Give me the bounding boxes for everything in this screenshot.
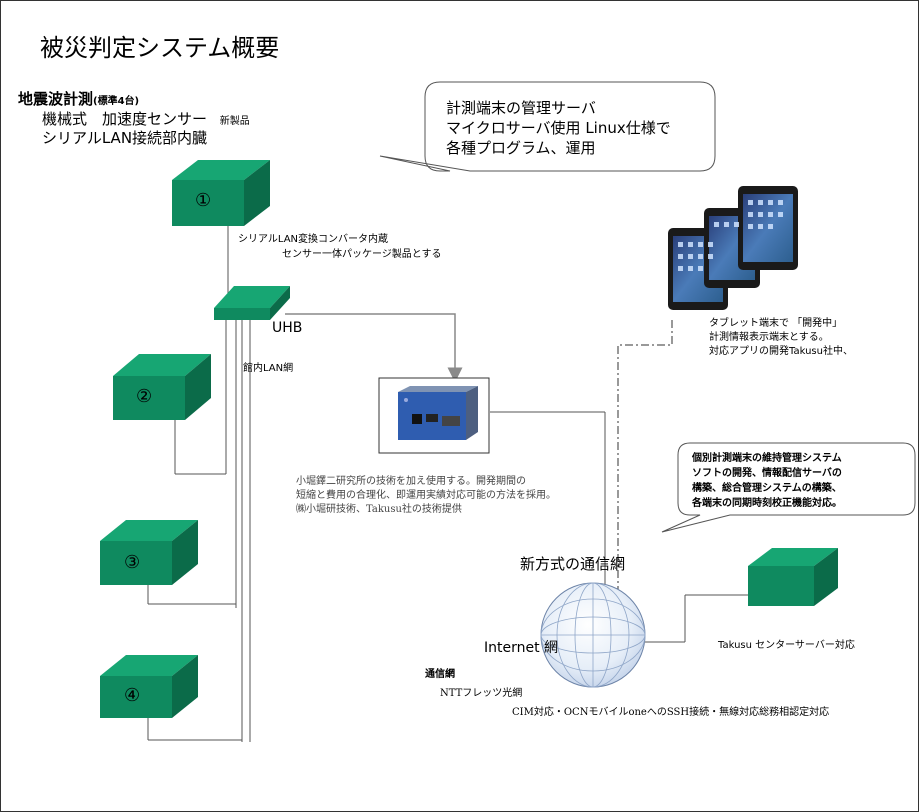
tablet-note: タブレット端末で 「開発中」 計測情報表示端末とする。 対応アプリの開発Taku…	[709, 317, 853, 359]
microserver-note-line-2: 短縮と費用の合理化、即運用実績対応可能の方法を採用。	[296, 490, 556, 501]
maintenance-callout-line-3: 構築、総合管理システムの構築、	[692, 483, 842, 494]
server-callout-text: 計測端末の管理サーバ マイクロサーバ使用 Linux仕様で 各種プログラム、運用	[446, 98, 671, 158]
microserver-note: 小堀鐸二研究所の技術を加え使用する。開発期間の 短縮と費用の合理化、即運用実績対…	[296, 475, 556, 517]
sensor-box-3	[100, 520, 198, 585]
comm-label: 通信網	[425, 669, 455, 680]
hub-device	[214, 286, 290, 320]
maintenance-callout-bubble	[661, 442, 916, 533]
node-label-2: ②	[136, 386, 153, 407]
sensor-box-1	[172, 160, 270, 226]
server-callout-line-2: マイクロサーバ使用 Linux仕様で	[446, 119, 671, 137]
converter-note-line-2: センサー一体パッケージ製品とする	[282, 249, 442, 260]
lan-label: 館内LAN網	[243, 363, 294, 374]
maintenance-callout-line-2: ソフトの開発、情報配信サーバの	[692, 468, 842, 479]
microserver-note-line-3: ㈱小堀研技術、Takusu社の技術提供	[296, 504, 462, 515]
sensor-box-2	[113, 354, 211, 420]
tablet-note-line-2: 計測情報表示端末とする。	[709, 332, 829, 343]
internet-label: Internet 網	[484, 640, 559, 656]
new-product-badge: 新製品	[219, 116, 250, 127]
page-title: 被災判定システム概要	[40, 34, 280, 62]
server-callout-bubble	[379, 81, 716, 172]
microserver-note-line-1: 小堀鐸二研究所の技術を加え使用する。開発期間の	[296, 476, 526, 487]
sensor-type-text: 機械式 加速度センサー	[42, 110, 208, 128]
converter-note-line-1: シリアルLAN変換コンバータ内蔵	[238, 234, 389, 245]
comm-flets: NTTフレッツ光網	[440, 688, 523, 699]
center-server-label: Takusu センターサーバー対応	[718, 640, 855, 651]
internet-globe-icon	[540, 582, 646, 688]
sensor-box-4	[100, 655, 198, 718]
hub-label: UHB	[272, 320, 303, 336]
tablet-note-line-1: タブレット端末で 「開発中」	[709, 318, 843, 329]
server-callout-line-1: 計測端末の管理サーバ	[446, 99, 596, 117]
lan-cabling	[147, 200, 748, 742]
microserver-image	[378, 377, 490, 454]
node-label-1: ①	[195, 190, 212, 211]
maintenance-callout-line-1: 個別計測端末の維持管理システム	[692, 453, 842, 464]
converter-note: シリアルLAN変換コンバータ内蔵 センサー一体パッケージ製品とする	[238, 232, 442, 262]
tablet-note-line-3: 対応アプリの開発Takusu社中、	[709, 346, 853, 357]
comm-cim: CIM対応・OCNモバイルoneへのSSH接続・無線対応総務相認定対応	[512, 707, 830, 718]
maintenance-callout-text: 個別計測端末の維持管理システム ソフトの開発、情報配信サーバの 構築、総合管理シ…	[692, 451, 842, 511]
sensor-line-1: 機械式 加速度センサー 新製品	[42, 110, 250, 129]
sensor-heading-note: (標準4台)	[93, 96, 140, 107]
maintenance-callout-line-4: 各端末の同期時刻校正機能対応。	[692, 498, 842, 509]
sensor-heading-text: 地震波計測	[18, 90, 94, 108]
server-callout-line-3: 各種プログラム、運用	[446, 139, 596, 157]
sensor-heading: 地震波計測(標準4台)	[18, 90, 139, 109]
node-label-3: ③	[124, 552, 141, 573]
network-title: 新方式の通信網	[520, 555, 626, 573]
node-label-4: ④	[124, 685, 141, 706]
sensor-line-2: シリアルLAN接続部内臓	[42, 129, 208, 147]
tablet-group	[668, 186, 798, 310]
hub-to-server-arrow	[285, 313, 463, 383]
tablet-wireless-link	[617, 320, 673, 610]
center-server-box	[748, 548, 838, 606]
